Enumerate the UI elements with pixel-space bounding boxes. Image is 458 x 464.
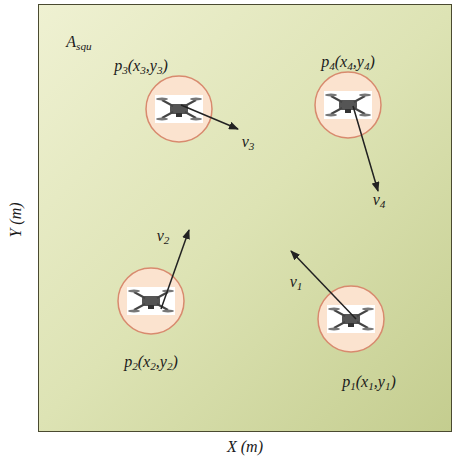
velocity-label: v2 — [157, 227, 170, 246]
square-area: p3(x3,y3) p4(x4,y4) p2(x2,y2) p1(x1,y1) Asq… — [38, 4, 452, 432]
axis-label: X (m) — [227, 438, 263, 456]
position-label: p2(x2,y2) — [124, 353, 178, 372]
drone-illustration — [39, 5, 453, 433]
position-label: p3(x3,y3) — [114, 57, 168, 76]
position-label: p1(x1,y1) — [342, 373, 396, 392]
position-label: p4(x4,y4) — [321, 53, 375, 72]
velocity-label: v3 — [242, 133, 255, 152]
velocity-label: v4 — [373, 191, 386, 210]
velocity-label: v1 — [290, 273, 303, 292]
area-label: Asqu — [66, 33, 91, 52]
axis-label: Y (m) — [7, 202, 25, 237]
